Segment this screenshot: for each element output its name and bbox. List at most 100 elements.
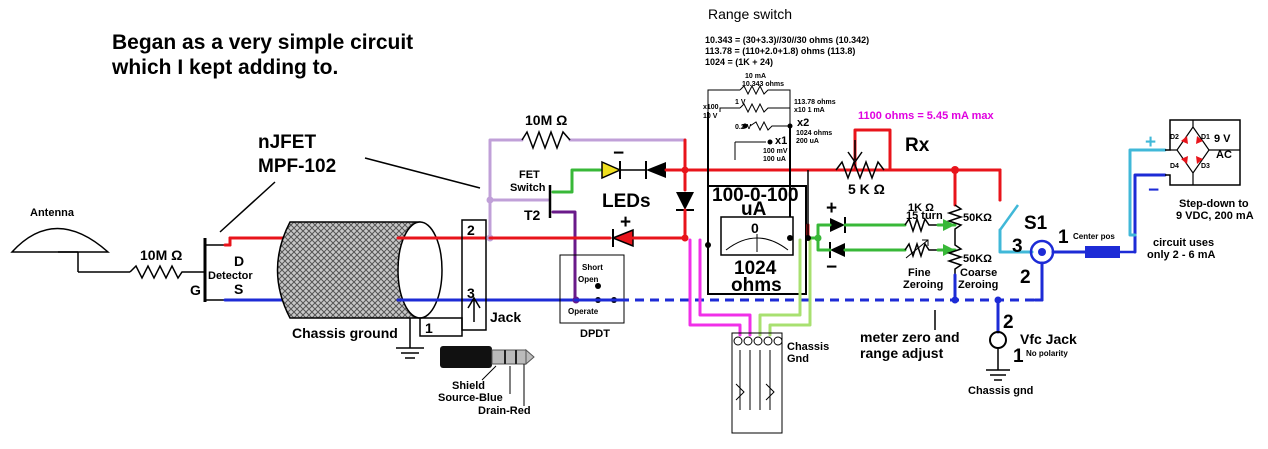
range-switch-title: Range switch bbox=[708, 6, 792, 22]
ac-label: AC bbox=[1216, 149, 1232, 161]
feedback-resistor-label: 10M Ω bbox=[525, 112, 567, 128]
panel-meter bbox=[705, 185, 807, 295]
coarse-zero-label-2: Zeroing bbox=[958, 279, 998, 291]
meter-ohms-unit: ohms bbox=[731, 275, 782, 296]
chassis-ground-symbol-left bbox=[396, 318, 424, 359]
jack-pin-3: 3 bbox=[467, 285, 475, 301]
stepdown-2: 9 VDC, 200 mA bbox=[1176, 210, 1254, 222]
leds-label: LEDs bbox=[602, 191, 651, 212]
jack-num-2: 2 bbox=[1020, 267, 1031, 288]
range-x1: x1 bbox=[775, 135, 787, 147]
fine-zero-label-2: Zeroing bbox=[903, 279, 943, 291]
meter-scale-label: 100-0-100 bbox=[712, 185, 799, 206]
chassis-gnd-mid-2: Gnd bbox=[787, 353, 809, 365]
zero-diodes bbox=[829, 217, 846, 258]
antenna-symbol bbox=[10, 227, 130, 273]
range-x100: x100 bbox=[703, 104, 719, 111]
rx-note: 1100 ohms = 5.45 mA max bbox=[858, 110, 995, 122]
range-100mv: 100 mV bbox=[763, 148, 788, 155]
circuit-uses-2: only 2 - 6 mA bbox=[1147, 249, 1216, 261]
dpdt-open-label: Open bbox=[578, 275, 599, 284]
jack-pin-2: 2 bbox=[467, 222, 475, 238]
ac-9v-label: 9 V bbox=[1214, 133, 1231, 145]
meter-lead-pink bbox=[688, 238, 742, 337]
stepdown-1: Step-down to bbox=[1179, 198, 1249, 210]
plug-source-label: Source-Blue bbox=[438, 392, 503, 404]
range-1024: 1024 ohms bbox=[796, 130, 832, 137]
plug-shield-label: Shield bbox=[452, 380, 485, 392]
jfet-d-label: D bbox=[234, 253, 244, 269]
d4-label: D4 bbox=[1170, 163, 1179, 170]
meter-unit-label: uA bbox=[741, 199, 767, 220]
rx-loop bbox=[853, 128, 892, 172]
title-line-2: which I kept adding to. bbox=[111, 56, 338, 79]
fet-switch-label-2: Switch bbox=[510, 182, 546, 194]
njfet-label: nJFET bbox=[258, 132, 316, 153]
jack-label: Jack bbox=[490, 309, 521, 325]
coarse-zero-pots bbox=[946, 204, 964, 300]
dpdt-label: DPDT bbox=[580, 328, 610, 340]
coarse-zero-label-1: Coarse bbox=[960, 267, 997, 279]
pot-5k bbox=[835, 140, 885, 181]
fine-zero-label-1: Fine bbox=[908, 267, 931, 279]
center-pos-label: Center pos bbox=[1073, 232, 1115, 241]
meter-ohms-number: 1024 bbox=[734, 258, 777, 279]
mpf102-label: MPF-102 bbox=[258, 156, 336, 177]
range-note-2: 113.78 = (110+2.0+1.8) ohms (113.8) bbox=[705, 46, 855, 56]
jack-num-1: 1 bbox=[1058, 227, 1069, 248]
led-minus-sign: − bbox=[613, 143, 624, 164]
antenna-label: Antenna bbox=[30, 207, 75, 219]
input-jack-block bbox=[419, 219, 487, 337]
range-note-3: 1024 = (1K + 24) bbox=[705, 57, 773, 67]
chassis-gnd-right: Chassis gnd bbox=[968, 385, 1033, 397]
supply-plus: + bbox=[1145, 132, 1156, 153]
circuit-uses-1: circuit uses bbox=[1153, 237, 1214, 249]
no-polarity-label: No polarity bbox=[1026, 349, 1068, 358]
feedback-wire-right bbox=[568, 138, 687, 162]
chassis-ground-label: Chassis ground bbox=[292, 325, 398, 341]
range-note-1: 10.343 = (30+3.3)//30//30 ohms (10.342) bbox=[705, 35, 869, 45]
range-x10: x10 1 mA bbox=[794, 107, 825, 114]
minus-mid: − bbox=[826, 257, 837, 278]
plug-drain-label: Drain-Red bbox=[478, 405, 531, 417]
range-100ua: 100 uA bbox=[763, 156, 786, 163]
meter-adjust-label-2: range adjust bbox=[860, 345, 944, 361]
meter-lead-green bbox=[758, 238, 802, 337]
detector-label: Detector bbox=[208, 270, 253, 282]
input-resistor-10m bbox=[129, 264, 205, 280]
jfet-g-label: G bbox=[190, 282, 201, 298]
dc-plug bbox=[1085, 148, 1167, 258]
jfet-s-label: S bbox=[234, 281, 243, 297]
dc-jack bbox=[1029, 239, 1087, 302]
led-plus-sign: + bbox=[620, 212, 631, 233]
range-113: 113.78 ohms bbox=[794, 99, 836, 106]
d3-label: D3 bbox=[1201, 163, 1210, 170]
fet-switch-label-1: FET bbox=[519, 169, 540, 181]
vfc-num-2: 2 bbox=[1003, 312, 1014, 333]
bridge-rectifier bbox=[1165, 119, 1241, 186]
turn15-label: 15 turn bbox=[906, 210, 943, 222]
s1-switch bbox=[998, 168, 1034, 254]
dpdt-short-label: Short bbox=[582, 263, 603, 272]
d1-label: D1 bbox=[1201, 134, 1210, 141]
jfet-detector bbox=[203, 238, 225, 302]
title-line-1: Began as a very simple circuit bbox=[112, 31, 413, 54]
range-10v: 10 V bbox=[703, 113, 718, 120]
pot-5k-label: 5 K Ω bbox=[848, 181, 885, 197]
s1-label: S1 bbox=[1024, 213, 1048, 234]
plus-mid: + bbox=[826, 198, 837, 219]
feedback-wire-left bbox=[488, 138, 524, 240]
diode-vertical bbox=[676, 138, 694, 242]
led-yellow bbox=[601, 160, 646, 180]
t2-label: T2 bbox=[524, 207, 541, 223]
diode-black bbox=[645, 161, 687, 179]
range-02v: 0.2 V bbox=[735, 124, 752, 131]
jack-pin-1: 1 bbox=[425, 320, 433, 336]
pot-50k-top: 50KΩ bbox=[963, 212, 992, 224]
vfc-num-1: 1 bbox=[1013, 346, 1024, 367]
shielded-cable bbox=[276, 221, 443, 319]
jack-num-3: 3 bbox=[1012, 236, 1023, 257]
led-red bbox=[488, 228, 687, 248]
vfc-jack bbox=[951, 296, 1010, 381]
